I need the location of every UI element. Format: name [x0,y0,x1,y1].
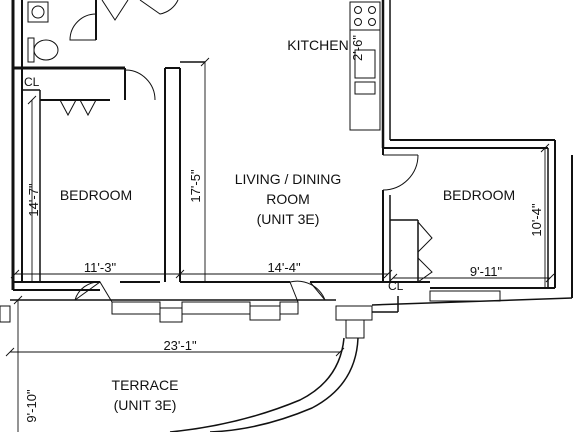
stove-icon [349,1,381,31]
kitchen-counter-dim: 2'-6" [350,35,365,61]
terrace-label-line1: TERRACE [112,377,179,393]
toilet-icon [27,37,59,63]
right-bedroom-label: BEDROOM [443,187,515,203]
terrace-label-line2: (UNIT 3E) [114,397,177,413]
left-bedroom-width: 11'-3" [84,260,117,275]
overall-width: 23'-1" [163,338,197,353]
kitchen-label: KITCHEN [287,37,348,53]
living-label-line1: LIVING / DINING [235,171,342,187]
left-bedroom-label: BEDROOM [60,187,132,203]
doors [59,0,433,303]
dimension-labels: 11'-3" 14'-4" 9'-11" 23'-1" 14'-7" 17'-5… [24,35,544,423]
kitchen-counter-icon [349,29,381,131]
left-closet-label: CL [24,75,40,89]
right-closet-label: CL [388,279,404,293]
bath-sink-icon [27,1,49,23]
right-bedroom-depth: 10'-4" [529,203,544,237]
terrace-depth: 9'-10" [24,389,39,423]
living-depth: 17'-5" [188,169,203,203]
living-label-line3: (UNIT 3E) [257,211,320,227]
living-label-line2: ROOM [266,191,310,207]
dimension-lines [5,57,555,432]
room-labels: KITCHEN BEDROOM BEDROOM LIVING / DINING … [24,37,515,413]
right-bedroom-width: 9'-11" [470,264,503,279]
left-bedroom-depth: 14'-7" [26,183,41,217]
fixtures [27,1,381,131]
living-width: 14'-4" [267,260,301,275]
